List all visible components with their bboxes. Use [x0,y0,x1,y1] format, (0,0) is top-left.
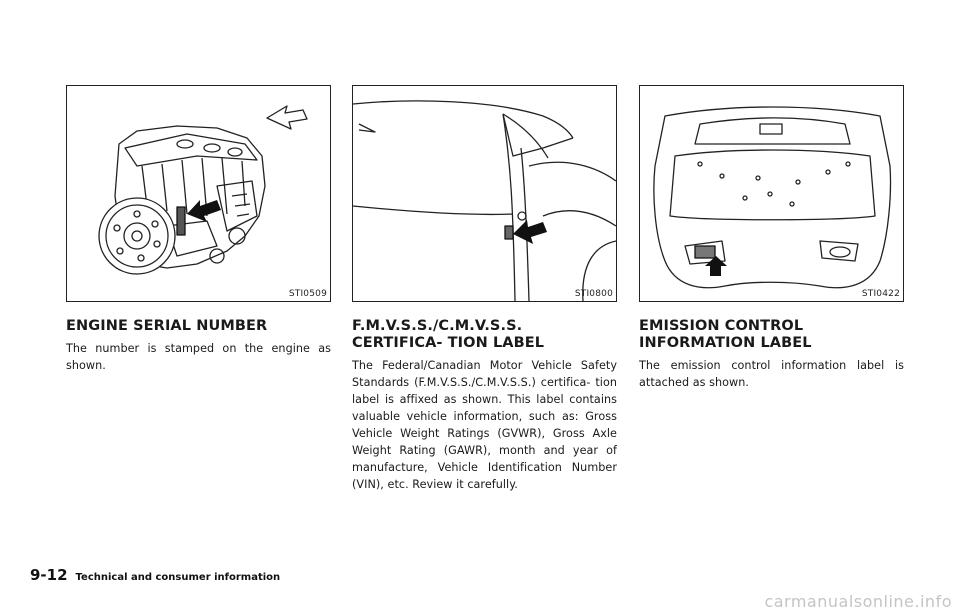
engine-drawing [98,105,308,275]
hood-underside-illustration: STI0422 [639,85,904,302]
figure-code: STI0800 [574,289,613,299]
watermark: carmanualsonline.info [764,592,952,611]
section-emission-label: STI0422 EMISSION CONTROL INFORMATION LAB… [639,85,904,391]
section-heading: ENGINE SERIAL NUMBER [66,318,268,334]
section-body: The number is stamped on the engine as s… [66,342,331,372]
page-number: 9-12 [30,566,68,584]
section-body: The emission control information label i… [639,359,904,389]
door-drawing [353,100,616,301]
section-body: The Federal/Canadian Motor Vehicle Safet… [352,359,617,491]
figure-code: STI0422 [861,289,900,299]
engine-illustration: STI0509 [66,85,331,302]
figure-code: STI0509 [288,289,327,299]
hood-drawing [653,106,892,289]
section-heading: EMISSION CONTROL INFORMATION LABEL [639,318,812,351]
section-heading: F.M.V.S.S./C.M.V.S.S. CERTIFICA- TION LA… [352,318,545,351]
section-certification-label: STI0800 F.M.V.S.S./C.M.V.S.S. CERTIFICA-… [352,85,617,493]
section-engine-serial: STI0509 ENGINE SERIAL NUMBER The number … [66,85,331,374]
page-footer: 9-12 Technical and consumer information [30,566,280,584]
door-pillar-illustration: STI0800 [352,85,617,302]
section-title: Technical and consumer information [75,572,281,583]
